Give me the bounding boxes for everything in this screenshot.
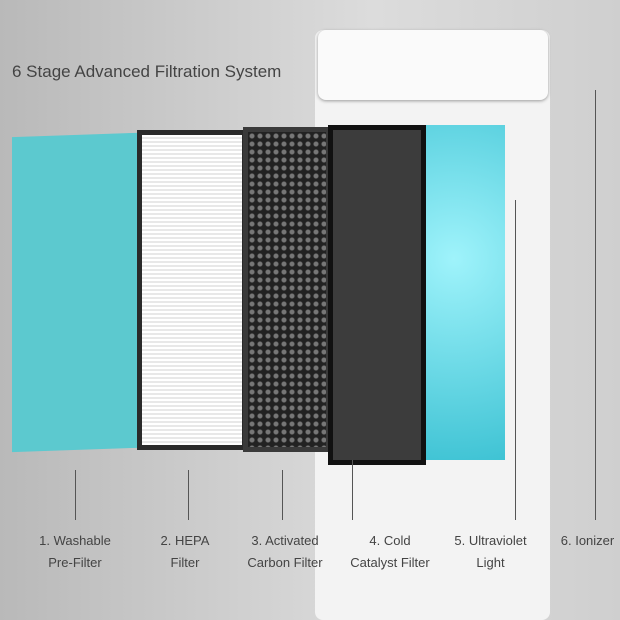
leader-line	[595, 90, 596, 520]
leader-line	[282, 470, 283, 520]
leader-line	[75, 470, 76, 520]
uv-chamber	[420, 125, 505, 460]
label-ionizer: 6. Ionizer	[560, 533, 615, 548]
pre-filter	[12, 132, 137, 453]
ionizer-top	[318, 30, 548, 100]
cold-catalyst-filter	[328, 125, 426, 465]
leader-line	[352, 460, 353, 520]
carbon-filter	[243, 127, 331, 452]
leader-line	[188, 470, 189, 520]
hepa-filter	[137, 130, 247, 450]
infographic-title: 6 Stage Advanced Filtration System	[12, 62, 282, 81]
leader-line	[515, 200, 516, 520]
